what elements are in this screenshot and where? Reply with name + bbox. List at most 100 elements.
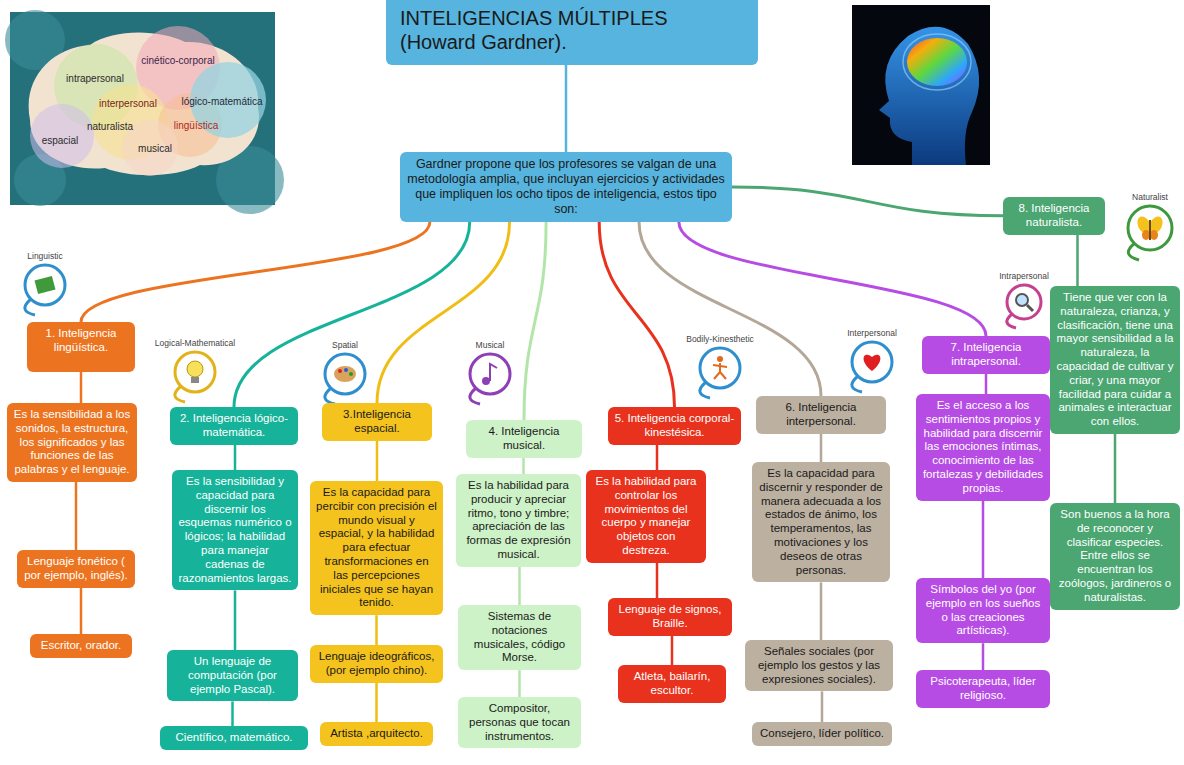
node-text: Es la sensibilidad y capacidad para disc… (178, 475, 292, 585)
icon-ring (1128, 206, 1172, 250)
node-text: INTELIGENCIAS MÚLTIPLES (Howard Gardner)… (400, 6, 744, 54)
node-text: Lenguaje de signos, Braille. (614, 603, 726, 631)
connector (522, 458, 525, 474)
figure-head (717, 356, 723, 362)
node-text: 6. Inteligencia interpersonal. (762, 401, 880, 429)
node-text: Tiene que ver con la naturaleza, crianza… (1056, 291, 1174, 429)
paint-dot (349, 372, 353, 376)
heart-symbol (864, 355, 881, 371)
icon-ring (325, 354, 365, 394)
musical-icon (470, 354, 510, 404)
node-text: Lenguaje fonético ( por ejemplo, inglés)… (23, 555, 129, 583)
topic-box: Artista ,arquitecto. (320, 722, 433, 746)
topic-box: Es la sensibilidad y capacidad para disc… (172, 470, 298, 590)
topic-box: Es la habilidad para producir y apreciar… (456, 474, 581, 567)
connector (518, 567, 521, 605)
connector (599, 222, 674, 407)
connector (820, 582, 823, 640)
connector (75, 482, 78, 550)
topic-box: 6. Inteligencia interpersonal. (756, 396, 886, 434)
picture-ground (852, 5, 990, 165)
node-text: Es el acceso a los sentimientos propios … (922, 399, 1044, 496)
node-text: Compositor, personas que tocan instrumen… (464, 702, 575, 743)
connector (234, 590, 237, 650)
topic-box: 3.Inteligencia espacial. (322, 403, 432, 441)
icon-label: Interpersonal (847, 329, 897, 338)
node-text: Consejero, líder político. (758, 727, 886, 741)
brain-area-label: cinético-corporal (141, 55, 214, 66)
connector (375, 615, 378, 645)
bulb-symbol (187, 361, 203, 377)
node-text: Un lenguaje de computación (por ejemplo … (173, 655, 292, 696)
icon-ring (25, 265, 65, 305)
brain-picture (5, 10, 284, 214)
node-text: Señales sociales (por ejemplo los gestos… (751, 645, 887, 686)
icon-label: Naturalist (1132, 193, 1168, 202)
node-text: Escritor, orador. (36, 639, 126, 653)
interpersonal-icon (852, 342, 892, 392)
connector (565, 65, 568, 152)
node-text: Símbolos del yo (por ejemplo en los sueñ… (922, 583, 1044, 638)
topic-box: 4. Inteligencia musical. (466, 420, 582, 458)
icon-ring (175, 352, 215, 392)
node-text: 4. Inteligencia musical. (472, 425, 576, 453)
brain-area-label: lingüística (174, 120, 218, 131)
icon-label: Linguistic (27, 252, 62, 261)
butterfly-wing (1150, 230, 1158, 240)
topic-box: Tiene que ver con la naturaleza, crianza… (1050, 286, 1180, 434)
spatial-icon (325, 354, 365, 404)
brain-area-label: intrapersonal (66, 73, 124, 84)
node-text: 3.Inteligencia espacial. (328, 408, 426, 436)
connector (375, 683, 378, 722)
connector (639, 222, 821, 396)
logical-icon (175, 352, 215, 402)
connector (656, 445, 659, 470)
connector (231, 701, 234, 726)
topic-box: 1. Inteligencia lingüística. (27, 322, 135, 372)
connector (81, 222, 430, 322)
node-text: Es la sensibilidad a los sonidos, la est… (13, 408, 131, 477)
magnifier-handle (1027, 305, 1033, 311)
topic-box: 8. Inteligencia naturalista. (1003, 197, 1105, 235)
topic-box: Lenguaje fonético ( por ejemplo, inglés)… (17, 550, 135, 588)
icon-label: Bodily-Kinesthetic (686, 335, 754, 344)
node-text: Son buenos a la hora de reconocer y clas… (1056, 508, 1174, 605)
icon-label: Intrapersonal (999, 272, 1049, 281)
brain-area-label: musical (138, 143, 172, 154)
connector (732, 187, 1003, 216)
node-text: 2. Inteligencia lógico-matemática. (176, 412, 292, 440)
topic-box: Señales sociales (por ejemplo los gestos… (745, 640, 893, 691)
connector (518, 670, 521, 697)
topic-box: Es el acceso a los sentimientos propios … (916, 394, 1050, 501)
connector (376, 441, 379, 481)
node-text: Gardner propone que los profesores se va… (406, 157, 726, 217)
connector (1076, 235, 1079, 286)
area-circle (30, 104, 94, 168)
intrapersonal-icon (1007, 285, 1041, 328)
icon-label: Musical (476, 341, 505, 350)
topic-box: 5. Inteligencia corporal-kinestésica. (608, 407, 741, 445)
head-shape (879, 27, 979, 165)
note-stem (490, 364, 497, 381)
topic-box: Símbolos del yo (por ejemplo en los sueñ… (916, 578, 1050, 643)
connector (524, 222, 546, 420)
paint-dot (344, 368, 348, 372)
topic-box: Lenguaje ideográficos, (por ejemplo chin… (310, 645, 443, 683)
node-text: Atleta, bailarín, escultor. (624, 670, 720, 698)
topic-box: Consejero, líder político. (752, 722, 892, 746)
bulb-base (191, 377, 199, 383)
icon-label: Logical-Mathematical (155, 339, 235, 348)
node-text: 1. Inteligencia lingüística. (33, 327, 129, 355)
topic-box: Sistemas de notaciones musicales, código… (458, 605, 581, 670)
topic-box: 2. Inteligencia lógico-matemática. (170, 407, 298, 445)
connector (234, 445, 237, 470)
head-picture (852, 5, 990, 165)
palette-symbol (334, 366, 356, 382)
magnifier-symbol (1016, 294, 1028, 306)
connector (679, 222, 986, 336)
book-symbol (34, 276, 55, 294)
brain-area-label: lógico-matemática (181, 96, 262, 107)
node-text: Lenguaje ideográficos, (por ejemplo chin… (316, 650, 437, 678)
brain-area-label: espacial (42, 135, 79, 146)
